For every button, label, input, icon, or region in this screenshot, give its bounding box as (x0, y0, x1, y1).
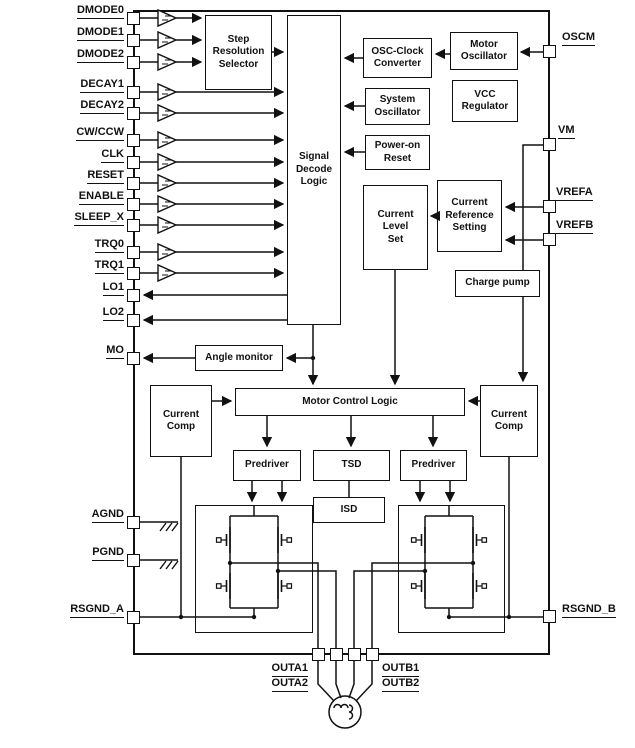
pin-oscm (543, 45, 556, 58)
block-system-oscillator-label: System Oscillator (374, 94, 421, 118)
block-predriver-b-label: Predriver (411, 459, 456, 471)
block-step-resolution-selector-label: Step Resolution Selector (212, 33, 265, 70)
pin-label-reset: RESET (87, 169, 124, 184)
block-tsd: TSD (313, 450, 390, 481)
pin-rsgnd-a (127, 611, 140, 624)
pin-pgnd (127, 554, 140, 567)
pin-decay1 (127, 86, 140, 99)
pin-trq1 (127, 267, 140, 280)
block-osc-clock-converter-label: OSC-Clock Converter (371, 45, 424, 70)
motor-icon (328, 695, 362, 729)
block-hbridge-a (195, 505, 313, 633)
pin-label-cwccw: CW/CCW (76, 126, 124, 141)
pin-label-agnd: AGND (91, 508, 124, 523)
pin-decay2 (127, 107, 140, 120)
block-charge-pump: Charge pump (455, 270, 540, 297)
block-predriver-a-label: Predriver (245, 459, 289, 471)
pin-label-clk: CLK (101, 148, 124, 163)
block-current-reference-setting-label: Current Reference Setting (445, 197, 494, 234)
block-predriver-a: Predriver (233, 450, 301, 481)
block-motor-oscillator-label: Motor Oscillator (460, 38, 508, 63)
pin-label-outb1: OUTB1 (382, 662, 420, 677)
block-motor-oscillator: Motor Oscillator (450, 32, 518, 70)
pin-lo2 (127, 314, 140, 327)
pin-sleep-x (127, 219, 140, 232)
pin-reset (127, 177, 140, 190)
pin-label-trq0: TRQ0 (94, 238, 124, 253)
block-current-comp-a: Current Comp (150, 385, 212, 457)
pin-cwccw (127, 134, 140, 147)
block-hbridge-b (398, 505, 505, 633)
block-angle-monitor-label: Angle monitor (205, 351, 273, 363)
pin-label-decay2: DECAY2 (80, 99, 124, 114)
block-step-resolution-selector: Step Resolution Selector (205, 15, 272, 90)
pin-label-vm: VM (558, 124, 575, 139)
pin-label-vrefb: VREFB (556, 219, 594, 234)
block-angle-monitor: Angle monitor (195, 345, 283, 371)
block-vcc-regulator: VCC Regulator (452, 80, 518, 122)
pin-outb1 (348, 648, 361, 661)
block-current-comp-b: Current Comp (480, 385, 538, 457)
block-tsd-label: TSD (341, 459, 362, 471)
pin-label-enable: ENABLE (78, 190, 124, 205)
pin-trq0 (127, 246, 140, 259)
pin-dmode1 (127, 34, 140, 47)
pin-label-outa2: OUTA2 (271, 677, 308, 692)
pin-label-outa1: OUTA1 (271, 662, 308, 677)
block-power-on-reset-label: Power-on Reset (374, 140, 421, 164)
pin-label-sleep-x: SLEEP_X (74, 211, 124, 226)
block-power-on-reset: Power-on Reset (365, 135, 430, 170)
pin-label-rsgnd-b: RSGND_B (562, 603, 616, 618)
pin-lo1 (127, 289, 140, 302)
block-vcc-regulator-label: VCC Regulator (461, 88, 509, 113)
block-charge-pump-label: Charge pump (465, 277, 530, 289)
block-current-reference-setting: Current Reference Setting (437, 180, 502, 252)
pin-vm (543, 138, 556, 151)
pin-dmode2 (127, 56, 140, 69)
block-current-comp-b-label: Current Comp (490, 408, 528, 433)
pin-rsgnd-b (543, 610, 556, 623)
pin-label-pgnd: PGND (92, 546, 124, 561)
block-signal-decode-logic-label: Signal Decode Logic (295, 151, 333, 188)
block-isd: ISD (313, 497, 385, 523)
block-system-oscillator: System Oscillator (365, 88, 430, 125)
block-osc-clock-converter: OSC-Clock Converter (363, 38, 432, 78)
pin-mo (127, 352, 140, 365)
pin-vrefa (543, 200, 556, 213)
block-motor-control-logic: Motor Control Logic (235, 388, 465, 416)
pin-vrefb (543, 233, 556, 246)
pin-label-lo1: LO1 (102, 281, 124, 296)
pin-label-decay1: DECAY1 (80, 78, 124, 93)
block-signal-decode-logic: Signal Decode Logic (287, 15, 341, 325)
block-predriver-b: Predriver (400, 450, 467, 481)
pin-label-vrefa: VREFA (556, 186, 593, 201)
block-current-comp-a-label: Current Comp (162, 408, 200, 433)
block-motor-control-logic-label: Motor Control Logic (302, 395, 398, 407)
pin-label-dmode0: DMODE0 (76, 4, 124, 19)
pin-label-lo2: LO2 (102, 306, 124, 321)
pin-outa2 (330, 648, 343, 661)
pin-label-dmode1: DMODE1 (76, 26, 124, 41)
pin-label-dmode2: DMODE2 (76, 48, 124, 63)
pin-outa1 (312, 648, 325, 661)
block-isd-label: ISD (340, 503, 358, 515)
pin-agnd (127, 516, 140, 529)
pin-enable (127, 198, 140, 211)
pin-label-rsgnd-a: RSGND_A (70, 603, 124, 618)
block-current-level-set-label: Current Level Set (377, 208, 414, 245)
pin-clk (127, 156, 140, 169)
pin-outb2 (366, 648, 379, 661)
pin-label-mo: MO (106, 344, 124, 359)
pin-label-trq1: TRQ1 (94, 259, 124, 274)
block-current-level-set: Current Level Set (363, 185, 428, 270)
pin-dmode0 (127, 12, 140, 25)
pin-label-outb2: OUTB2 (382, 677, 420, 692)
pin-label-oscm: OSCM (562, 31, 595, 46)
